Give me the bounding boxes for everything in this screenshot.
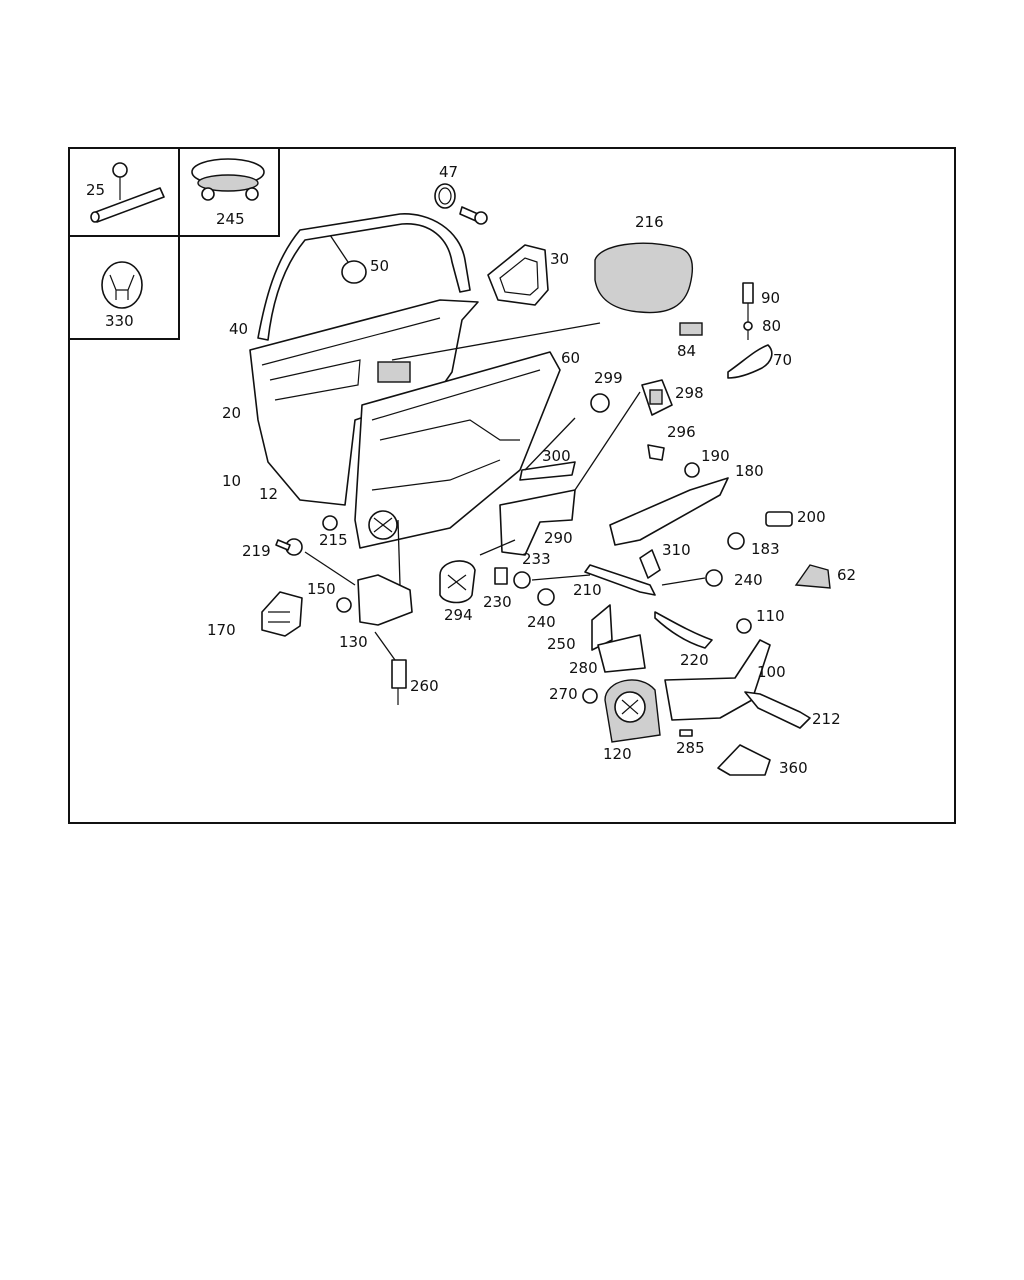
callout-150: 150 bbox=[307, 580, 336, 598]
callout-170: 170 bbox=[207, 621, 236, 639]
callout-90: 90 bbox=[761, 289, 781, 307]
inset-label-25: 25 bbox=[86, 181, 106, 199]
part-299-298-switch bbox=[590, 379, 673, 416]
callout-47: 47 bbox=[439, 163, 459, 181]
part-216-pad bbox=[594, 242, 693, 314]
part-120-speaker-cover bbox=[582, 604, 661, 743]
callout-230: 230 bbox=[483, 593, 512, 611]
inset-panel-245 bbox=[178, 147, 280, 237]
callout-360: 360 bbox=[779, 759, 808, 777]
callout-250: 250 bbox=[547, 635, 576, 653]
callout-233: 233 bbox=[522, 550, 551, 568]
part-294-grille bbox=[439, 539, 531, 604]
callout-183: 183 bbox=[751, 540, 780, 558]
callout-62: 62 bbox=[837, 566, 857, 584]
callout-219: 219 bbox=[242, 542, 271, 560]
callout-285: 285 bbox=[676, 739, 705, 757]
callout-30: 30 bbox=[550, 250, 570, 268]
part-50-plug bbox=[329, 234, 367, 284]
callout-296: 296 bbox=[667, 423, 696, 441]
callout-220: 220 bbox=[680, 651, 709, 669]
part-210-strap bbox=[531, 564, 723, 606]
inset-panel-330 bbox=[68, 235, 180, 340]
callout-240-left: 240 bbox=[527, 613, 556, 631]
part-30-bezel bbox=[487, 244, 549, 306]
callout-190: 190 bbox=[701, 447, 730, 465]
inset-label-330: 330 bbox=[105, 312, 134, 330]
inset-label-245: 245 bbox=[216, 210, 245, 228]
callout-260: 260 bbox=[410, 677, 439, 695]
part-62-cap bbox=[639, 549, 831, 589]
part-219-215-fasteners bbox=[275, 515, 356, 586]
callout-180: 180 bbox=[735, 462, 764, 480]
callout-200: 200 bbox=[797, 508, 826, 526]
part-290-armrest bbox=[499, 391, 665, 556]
part-180-trim-strip bbox=[609, 462, 793, 550]
callout-299: 299 bbox=[594, 369, 623, 387]
callout-280: 280 bbox=[569, 659, 598, 677]
callout-215: 215 bbox=[319, 531, 348, 549]
part-330-clip bbox=[101, 261, 143, 309]
part-260-connector bbox=[374, 631, 407, 705]
callout-20: 20 bbox=[222, 404, 242, 422]
part-60-door-panel bbox=[354, 351, 561, 549]
callout-110: 110 bbox=[756, 607, 785, 625]
callout-130: 130 bbox=[339, 633, 368, 651]
callout-294: 294 bbox=[444, 606, 473, 624]
callout-84: 84 bbox=[677, 342, 697, 360]
part-100-lower-trim bbox=[654, 611, 811, 776]
callout-240-right: 240 bbox=[734, 571, 763, 589]
diagram-frame bbox=[68, 147, 956, 824]
callout-212: 212 bbox=[812, 710, 841, 728]
callout-80: 80 bbox=[762, 317, 782, 335]
callout-10: 10 bbox=[222, 472, 242, 490]
callout-70: 70 bbox=[773, 351, 793, 369]
callout-60: 60 bbox=[561, 349, 581, 367]
callout-100: 100 bbox=[757, 663, 786, 681]
part-25-rod bbox=[90, 162, 165, 223]
part-245-plug bbox=[191, 158, 265, 201]
callout-120: 120 bbox=[603, 745, 632, 763]
callout-310: 310 bbox=[662, 541, 691, 559]
part-90-80-70-lever bbox=[679, 282, 773, 379]
part-40-seal bbox=[257, 213, 471, 341]
part-170-lock bbox=[261, 591, 303, 637]
callout-210: 210 bbox=[573, 581, 602, 599]
part-10-door-shell bbox=[249, 299, 601, 506]
callout-270: 270 bbox=[549, 685, 578, 703]
callout-290: 290 bbox=[544, 529, 573, 547]
callout-50: 50 bbox=[370, 257, 390, 275]
callout-298: 298 bbox=[675, 384, 704, 402]
callout-40: 40 bbox=[229, 320, 249, 338]
part-130-bracket bbox=[336, 519, 413, 626]
part-47-ring-screw bbox=[434, 183, 488, 225]
callout-216: 216 bbox=[635, 213, 664, 231]
callout-300: 300 bbox=[542, 447, 571, 465]
callout-12: 12 bbox=[259, 485, 279, 503]
